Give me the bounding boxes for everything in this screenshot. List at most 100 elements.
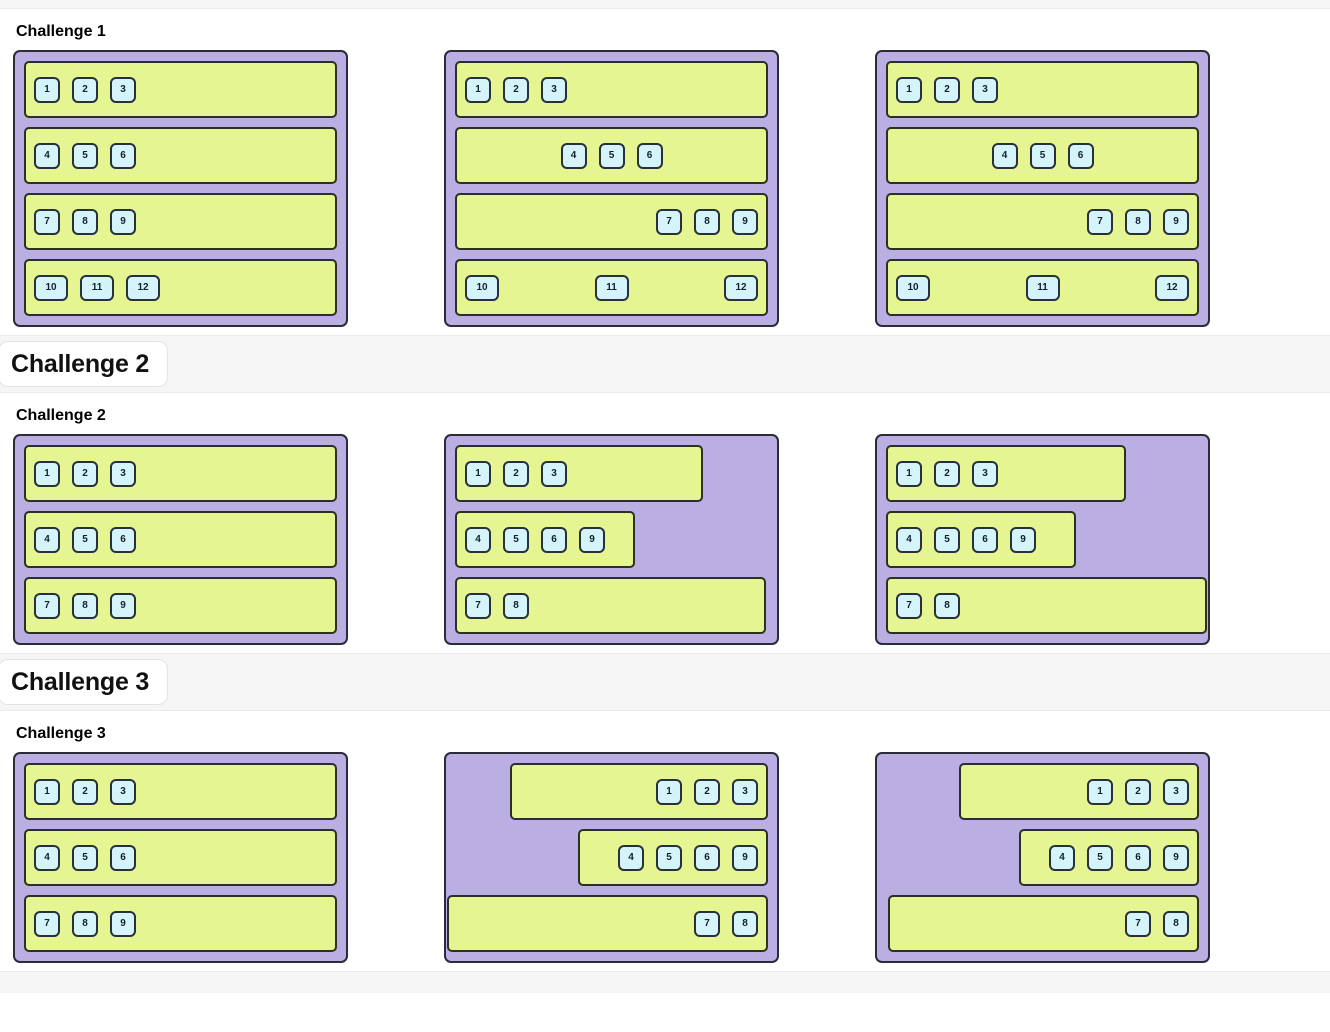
flex-item[interactable]: 12 [724, 274, 758, 301]
flex-item[interactable]: 4 [991, 142, 1018, 169]
flex-item[interactable]: 2 [72, 460, 98, 487]
flex-item[interactable]: 8 [72, 592, 98, 619]
flex-item[interactable]: 8 [72, 910, 98, 937]
flex-item[interactable]: 7 [465, 592, 491, 619]
flex-item[interactable]: 3 [972, 460, 998, 487]
flex-item[interactable]: 3 [110, 778, 136, 805]
flex-item[interactable]: 4 [465, 526, 491, 553]
flex-item[interactable]: 1 [1087, 778, 1113, 805]
flex-item[interactable]: 6 [110, 142, 136, 169]
flex-item[interactable]: 5 [1087, 844, 1113, 871]
flex-item[interactable]: 3 [541, 460, 567, 487]
flex-item[interactable]: 4 [34, 142, 60, 169]
flex-item[interactable]: 5 [934, 526, 960, 553]
flex-item[interactable]: 12 [1155, 274, 1189, 301]
flex-item[interactable]: 10 [465, 274, 499, 301]
flex-item[interactable]: 7 [34, 910, 60, 937]
flex-item[interactable]: 6 [694, 844, 720, 871]
flex-item[interactable]: 9 [1163, 208, 1189, 235]
flex-item[interactable]: 4 [618, 844, 644, 871]
flex-item[interactable]: 6 [1125, 844, 1151, 871]
flex-item[interactable]: 5 [72, 844, 98, 871]
flex-item[interactable]: 2 [934, 76, 960, 103]
flex-item[interactable]: 2 [72, 778, 98, 805]
flex-item[interactable]: 6 [1067, 142, 1094, 169]
flex-item[interactable]: 9 [110, 592, 136, 619]
section-tab-2[interactable]: Challenge 2 [0, 341, 169, 387]
flex-item[interactable]: 9 [110, 208, 136, 235]
flex-item[interactable]: 1 [465, 460, 491, 487]
flex-item[interactable]: 8 [732, 910, 758, 937]
flex-item[interactable]: 2 [934, 460, 960, 487]
flex-item[interactable]: 5 [598, 142, 625, 169]
flex-item[interactable]: 10 [896, 274, 930, 301]
flex-item[interactable]: 5 [656, 844, 682, 871]
flex-item[interactable]: 8 [1163, 910, 1189, 937]
section-tab-3[interactable]: Challenge 3 [0, 659, 169, 705]
flex-item[interactable]: 4 [560, 142, 587, 169]
flex-row: 10 11 12 [455, 259, 768, 316]
flex-item[interactable]: 4 [34, 526, 60, 553]
flex-item[interactable]: 5 [72, 142, 98, 169]
flex-item[interactable]: 4 [896, 526, 922, 553]
flex-item[interactable]: 12 [126, 274, 160, 301]
flex-item[interactable]: 1 [34, 460, 60, 487]
flex-item[interactable]: 9 [579, 526, 605, 553]
flex-item[interactable]: 11 [80, 274, 114, 301]
flex-item[interactable]: 7 [1087, 208, 1113, 235]
flex-item[interactable]: 11 [594, 274, 629, 301]
flex-item[interactable]: 9 [1010, 526, 1036, 553]
flex-item[interactable]: 3 [732, 778, 758, 805]
flex-item[interactable]: 10 [34, 274, 68, 301]
flex-item[interactable]: 3 [110, 460, 136, 487]
flex-item[interactable]: 1 [896, 76, 922, 103]
flex-item[interactable]: 9 [732, 844, 758, 871]
flex-item[interactable]: 1 [34, 76, 60, 103]
flex-item[interactable]: 11 [1025, 274, 1060, 301]
flex-item[interactable]: 9 [1163, 844, 1189, 871]
flex-item[interactable]: 1 [34, 778, 60, 805]
flex-item[interactable]: 3 [972, 76, 998, 103]
flex-item[interactable]: 4 [1049, 844, 1075, 871]
flex-item[interactable]: 6 [110, 526, 136, 553]
flex-item[interactable]: 2 [503, 460, 529, 487]
flex-item[interactable]: 1 [896, 460, 922, 487]
flex-item[interactable]: 8 [503, 592, 529, 619]
flex-item[interactable]: 7 [1125, 910, 1151, 937]
flex-item[interactable]: 2 [1125, 778, 1151, 805]
flex-item[interactable]: 1 [465, 76, 491, 103]
flex-item[interactable]: 8 [694, 208, 720, 235]
flex-item[interactable]: 7 [896, 592, 922, 619]
flex-item[interactable]: 6 [541, 526, 567, 553]
section-tab-band: Challenge 2 [0, 335, 1330, 393]
flex-item[interactable]: 7 [694, 910, 720, 937]
flex-item[interactable]: 7 [656, 208, 682, 235]
flex-item[interactable]: 3 [541, 76, 567, 103]
flex-item[interactable]: 9 [110, 910, 136, 937]
flex-item[interactable]: 1 [656, 778, 682, 805]
flex-item[interactable]: 8 [1125, 208, 1151, 235]
flex-item[interactable]: 3 [110, 76, 136, 103]
flex-item[interactable]: 4 [34, 844, 60, 871]
flex-item[interactable]: 5 [503, 526, 529, 553]
flex-item[interactable]: 9 [732, 208, 758, 235]
flex-item[interactable]: 7 [34, 592, 60, 619]
flex-item[interactable]: 8 [72, 208, 98, 235]
flex-item[interactable]: 6 [110, 844, 136, 871]
flex-item[interactable]: 7 [34, 208, 60, 235]
flex-item[interactable]: 5 [72, 526, 98, 553]
flex-item[interactable]: 6 [972, 526, 998, 553]
flex-item[interactable]: 8 [934, 592, 960, 619]
flex-item[interactable]: 2 [694, 778, 720, 805]
flex-item[interactable]: 3 [1163, 778, 1189, 805]
flex-item[interactable]: 6 [636, 142, 663, 169]
flex-item[interactable]: 5 [1029, 142, 1056, 169]
flex-item[interactable]: 2 [72, 76, 98, 103]
flex-item[interactable]: 2 [503, 76, 529, 103]
